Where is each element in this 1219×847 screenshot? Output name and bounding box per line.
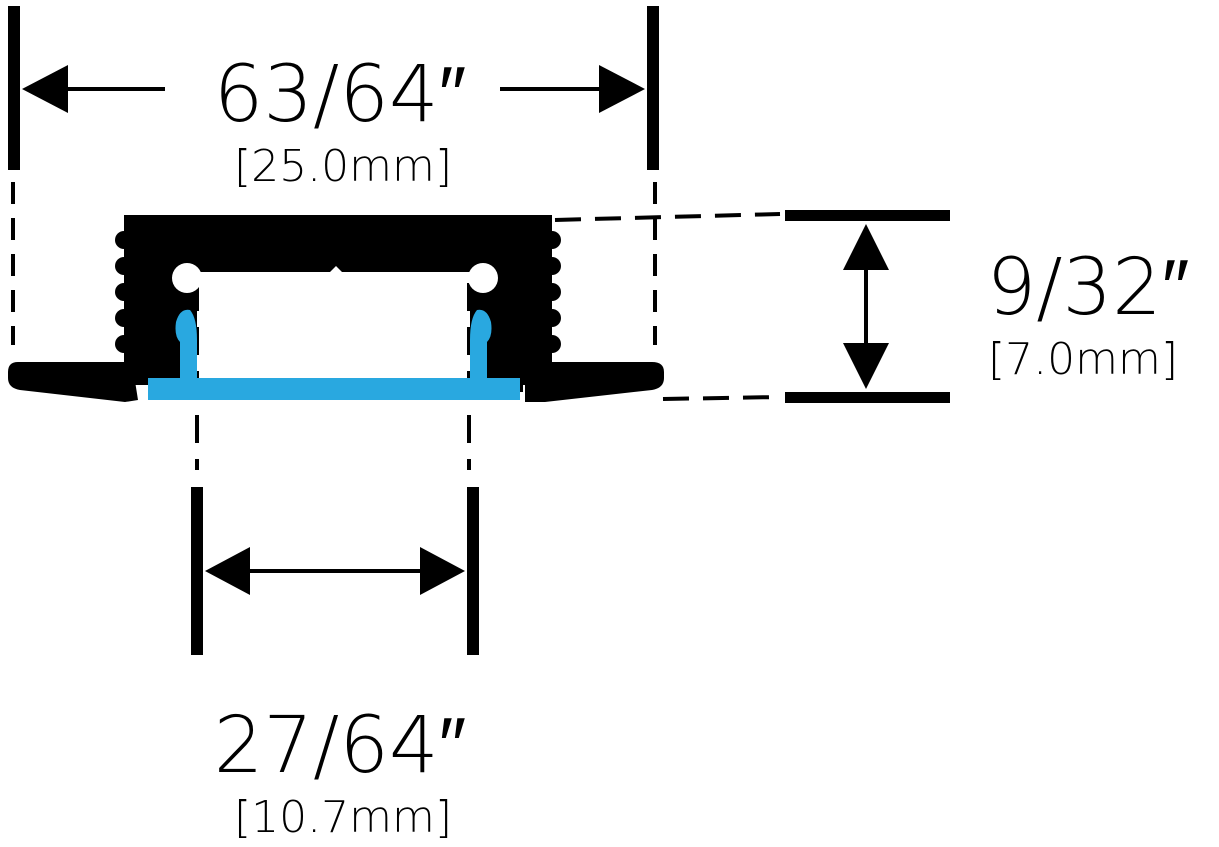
height-arrowhead-top bbox=[843, 224, 889, 270]
opening-imperial-label: 27/64″ bbox=[214, 701, 466, 791]
right-ribs bbox=[543, 231, 561, 353]
left-ribs bbox=[115, 231, 133, 353]
diffuser-body bbox=[148, 309, 520, 400]
opening-arrowhead-right bbox=[420, 547, 465, 595]
height-dash-top bbox=[554, 212, 781, 222]
opening-extension-left bbox=[191, 487, 203, 655]
opening-metric-label: [10.7mm] bbox=[234, 792, 452, 843]
aluminum-profile bbox=[8, 215, 664, 402]
opening-extension-right bbox=[467, 487, 479, 655]
height-arrowhead-bottom bbox=[843, 343, 889, 389]
height-imperial-label: 9/32″ bbox=[987, 243, 1190, 333]
height-extension-bottom bbox=[785, 392, 950, 403]
width-arrowhead-right bbox=[599, 65, 645, 113]
right-flange bbox=[525, 362, 664, 402]
height-dimension: 9/32″ [7.0mm] bbox=[785, 210, 1189, 403]
width-metric-label: [25.0mm] bbox=[234, 141, 452, 192]
opening-arrowhead-left bbox=[205, 547, 250, 595]
left-flange bbox=[8, 362, 138, 402]
clip-slot-left bbox=[172, 263, 202, 293]
width-dimension: 63/64″ [25.0mm] bbox=[8, 6, 659, 192]
diffuser bbox=[148, 309, 520, 400]
opening-dimension: 27/64″ [10.7mm] bbox=[191, 487, 479, 843]
width-arrowhead-left bbox=[22, 65, 68, 113]
height-dash-bottom bbox=[662, 395, 781, 401]
width-imperial-label: 63/64″ bbox=[214, 50, 466, 140]
profile-body bbox=[124, 215, 552, 392]
width-extension-left bbox=[8, 6, 20, 170]
height-extension-top bbox=[785, 210, 950, 221]
height-metric-label: [7.0mm] bbox=[988, 334, 1178, 385]
width-extension-right bbox=[647, 6, 659, 170]
clip-slot-right bbox=[468, 263, 498, 293]
